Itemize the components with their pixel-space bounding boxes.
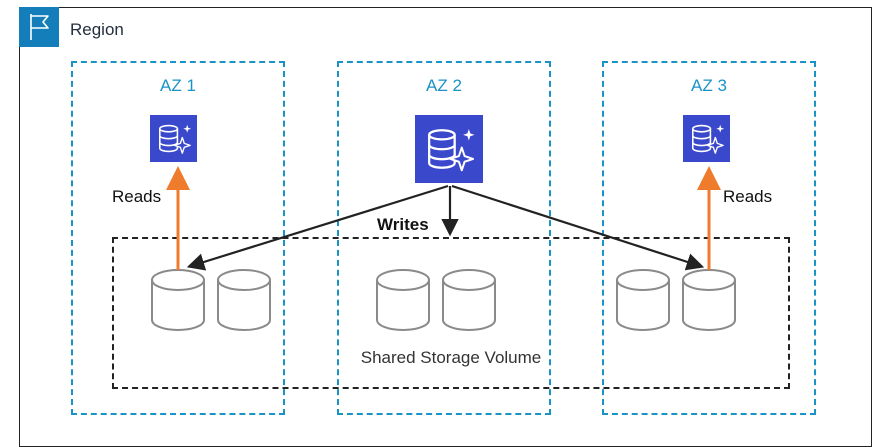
diagram-canvas: Region AZ 1 AZ 2 AZ 3 Shared Storage Vol… bbox=[19, 7, 872, 447]
storage-disk-icon bbox=[376, 269, 430, 331]
writes-label: Writes bbox=[377, 215, 429, 234]
az-2-label: AZ 2 bbox=[426, 76, 462, 95]
region-label: Region bbox=[70, 20, 124, 39]
reads-label-az1: Reads bbox=[112, 187, 162, 206]
flag-icon bbox=[19, 7, 59, 47]
storage-disk-icon bbox=[682, 269, 736, 331]
az-1-label: AZ 1 bbox=[160, 76, 196, 95]
write-arrow-az1 bbox=[186, 184, 449, 271]
shared-storage-boundary bbox=[112, 237, 790, 389]
storage-disk-icon bbox=[442, 269, 496, 331]
write-arrow-az3 bbox=[451, 184, 705, 271]
az-3-label: AZ 3 bbox=[691, 76, 727, 95]
shared-storage-label: Shared Storage Volume bbox=[360, 348, 542, 367]
reads-label-az3: Reads bbox=[723, 187, 773, 206]
storage-disk-icon bbox=[616, 269, 670, 331]
aurora-database-icon bbox=[150, 115, 197, 162]
aurora-database-icon bbox=[415, 115, 483, 183]
storage-disk-icon bbox=[217, 269, 271, 331]
storage-disk-icon bbox=[151, 269, 205, 331]
aurora-database-icon bbox=[683, 115, 730, 162]
diagram-overlay bbox=[151, 166, 736, 331]
